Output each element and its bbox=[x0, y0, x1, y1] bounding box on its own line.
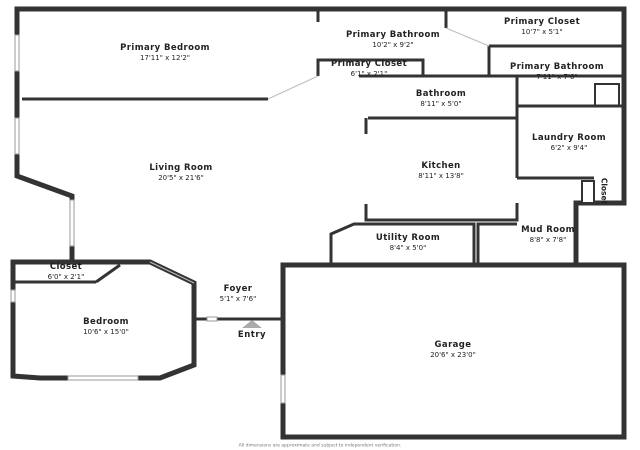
window bbox=[14, 34, 20, 72]
utility-room-walls bbox=[329, 222, 476, 265]
window bbox=[280, 374, 286, 404]
window bbox=[206, 316, 218, 322]
window bbox=[67, 375, 139, 381]
room-label-garage: Garage 20'6" x 23'0" bbox=[430, 340, 476, 359]
room-label-primary-bedroom: Primary Bedroom 17'11" x 12'2" bbox=[120, 43, 210, 62]
side-closet-box bbox=[581, 180, 595, 204]
mud-room-walls bbox=[476, 222, 517, 265]
room-label-closet-bed: Closet 6'0" x 2'1" bbox=[47, 262, 85, 281]
door-swing bbox=[267, 75, 319, 100]
primary-small-closet bbox=[316, 58, 425, 76]
kitchen-south-wall bbox=[364, 203, 519, 222]
room-label-living-room: Living Room 20'5" x 21'6" bbox=[149, 163, 213, 182]
room-label-kitchen: Kitchen 8'11" x 13'8" bbox=[418, 161, 464, 180]
door-swing bbox=[445, 27, 490, 47]
room-label-primary-closet-large: Primary Closet 10'7" x 5'1" bbox=[503, 17, 581, 36]
window bbox=[10, 289, 16, 303]
room-label-utility-room: Utility Room 8'4" x 5'0" bbox=[375, 233, 441, 252]
room-label-mud-room: Mud Room 8'8" x 7'8" bbox=[521, 225, 575, 244]
room-label-bathroom: Bathroom 8'11" x 5'0" bbox=[415, 89, 467, 108]
room-label-foyer: Foyer 5'1" x 7'6" bbox=[219, 284, 257, 303]
room-label-closet-side: Closet bbox=[599, 177, 609, 205]
bedroom-closet-door bbox=[95, 263, 121, 284]
room-label-primary-bathroom: Primary Bathroom 10'2" x 9'2" bbox=[345, 30, 441, 49]
room-label-primary-closet-small: Primary Closet 6'1" x 2'1" bbox=[330, 59, 408, 78]
triangle-up-icon bbox=[242, 320, 262, 328]
entry-label: Entry bbox=[237, 330, 267, 340]
room-label-laundry-room: Laundry Room 6'2" x 9'4" bbox=[532, 133, 606, 152]
shower-stall bbox=[594, 83, 620, 107]
window bbox=[14, 117, 20, 155]
window bbox=[69, 199, 75, 247]
room-label-primary-bathroom-2: Primary Bathroom 7'11" x 7'6" bbox=[509, 62, 605, 81]
room-label-bedroom: Bedroom 10'6" x 15'0" bbox=[83, 317, 129, 336]
outer-wall-west-upper bbox=[14, 6, 75, 265]
disclaimer-footer: All dimensions are approximate and subje… bbox=[238, 443, 402, 449]
door-swing bbox=[149, 261, 195, 284]
